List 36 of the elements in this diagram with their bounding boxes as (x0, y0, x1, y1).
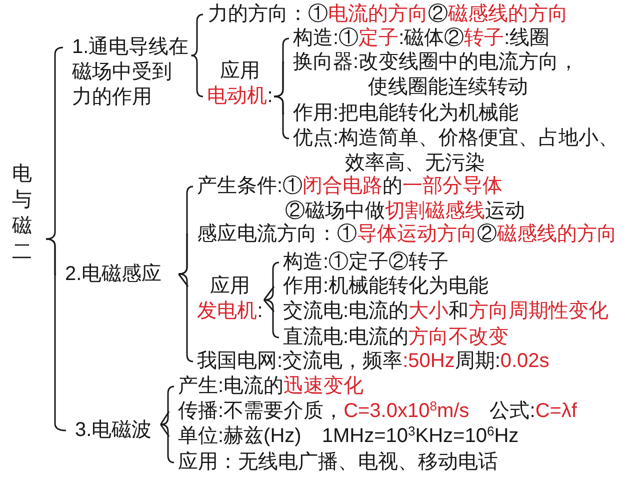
branch-text: 构造:①定子:磁体②转子:线圈 (284, 26, 550, 51)
subtopic-label: 发电机: (197, 299, 263, 324)
topic-label: 1.通电导线在磁场中受到力的作用 (63, 35, 190, 110)
branch-text: 我国电网:交流电，频率:50Hz周期:0.02s (188, 349, 550, 374)
branch-text: 力的方向：①电流的方向②磁感线的方向 (199, 2, 568, 27)
topic-label: 3.电磁波 (66, 418, 160, 443)
brace-connector (160, 424, 170, 437)
subtopic-label: 电动机: (207, 84, 273, 109)
brace-connector (274, 62, 284, 98)
branch-text: 构造:①定子②转子 (274, 250, 449, 275)
brace-connector (264, 262, 280, 301)
branch-text: 产生条件:①闭合电路的一部分导体 (197, 174, 503, 199)
brace-connector (264, 299, 280, 338)
branch-text: 作用:机械能转化为电能 (274, 274, 489, 299)
brace-connector (263, 300, 275, 312)
branch-text: 换向器:改变线圈中的电流方向，使线圈能连续转动 (284, 50, 588, 100)
brace-connector (160, 411, 170, 425)
brace-connector (178, 274, 189, 287)
brace-connector (160, 386, 174, 426)
branch-text: 直流电:电流的方向不改变 (274, 325, 509, 350)
brace-connector (263, 286, 275, 300)
branch-text: 传播:不需要介质，C=3.0x10$^{8}$m/s 公式:C=λf (169, 399, 577, 424)
branch-text: 感应电流方向：①导体运动方向②磁感线的方向 (188, 222, 617, 247)
heading-label: 应用 (210, 274, 250, 299)
topic-label: 2.电磁感应 (56, 262, 178, 287)
heading-label: 应用 (220, 59, 260, 84)
root-topic-label: 电与磁二 (11, 161, 45, 265)
brace-connector (160, 424, 174, 464)
brace-connector (178, 234, 188, 275)
branch-text: 交流电:电流的大小和方向周期性变化 (274, 299, 609, 324)
branch-text: ②磁场中做切割磁感线运动 (285, 199, 525, 223)
branch-text: 应用：无线电广播、电视、移动电话 (169, 450, 498, 475)
branch-text: 作用:把电能转化为机械能 (284, 101, 519, 126)
branch-text: 产生:电流的迅速变化 (169, 374, 364, 399)
branch-text: 单位:赫兹(Hz) 1MHz=10$^{3}$KHz=10$^{6}$Hz (169, 424, 519, 449)
branch-text: 优点:构造简单、价格便宜、占地小、效率高、无污染 (284, 126, 628, 176)
